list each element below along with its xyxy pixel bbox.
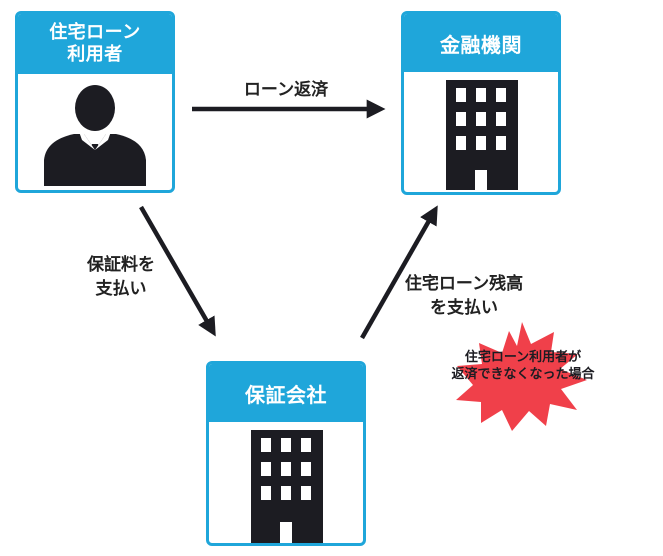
burst-text: 住宅ローン利用者が 返済できなくなった場合 [428, 349, 618, 383]
borrower-header: 住宅ローン 利用者 [18, 14, 172, 74]
building-icon [251, 430, 323, 543]
borrower-title-line1: 住宅ローン [49, 22, 141, 43]
fee-label-line1: 保証料を [87, 255, 155, 275]
balance-label-line1: 住宅ローン残高 [404, 274, 524, 294]
fee-arrow [139, 205, 216, 337]
bank-header: 金融機関 [404, 14, 558, 72]
balance-label-line2: を支払い [430, 298, 498, 318]
fee-label: 保証料を 支払い [66, 253, 176, 301]
fee-label-line2: 支払い [95, 279, 147, 299]
guarantor-card: 保証会社 [206, 361, 366, 546]
borrower-card: 住宅ローン 利用者 [15, 11, 175, 193]
building-icon [446, 80, 518, 190]
burst-shape [456, 322, 587, 431]
burst-text-line1: 住宅ローン利用者が [464, 350, 582, 365]
guarantor-header: 保証会社 [209, 364, 363, 422]
bank-card: 金融機関 [401, 11, 561, 195]
borrower-title-line2: 利用者 [67, 44, 123, 65]
guarantor-title: 保証会社 [245, 382, 327, 407]
businessman-icon [44, 85, 146, 186]
burst-text-line2: 返済できなくなった場合 [451, 367, 595, 382]
balance-arrow [360, 205, 438, 340]
bank-title: 金融機関 [440, 32, 522, 57]
repayment-label: ローン返済 [243, 80, 329, 100]
balance-label: 住宅ローン残高 を支払い [384, 272, 544, 320]
